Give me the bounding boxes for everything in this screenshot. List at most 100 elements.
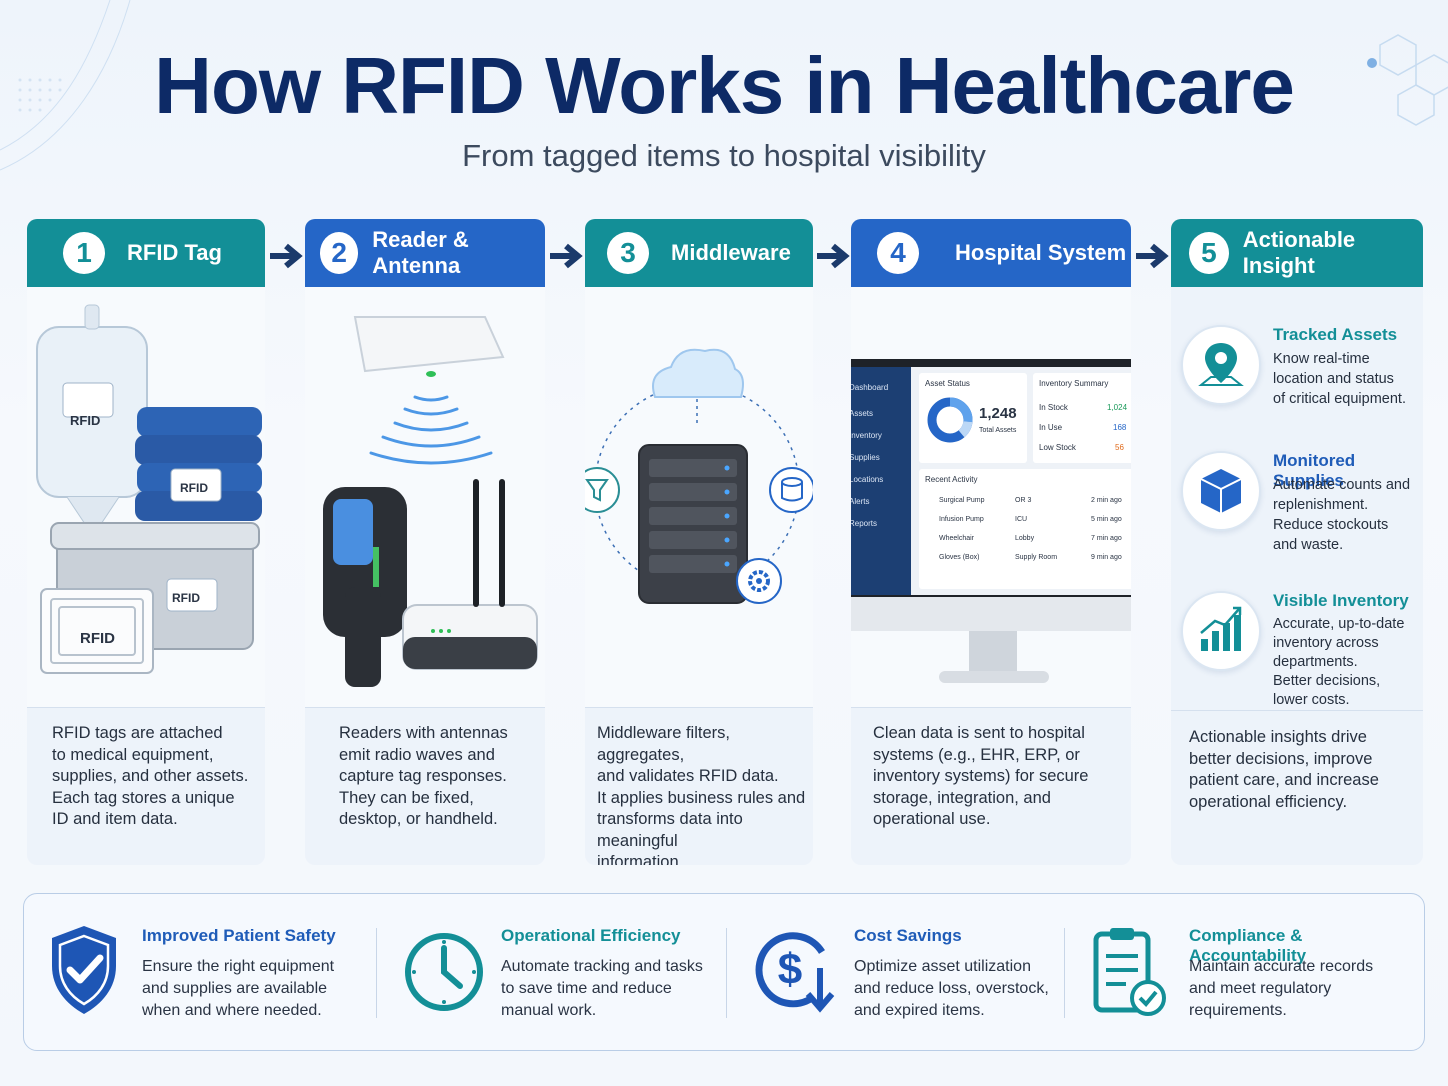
inventory-title: Inventory Summary [1039, 379, 1109, 388]
benefit-operational-efficiency: Operational Efficiency Automate tracking… [378, 894, 726, 1050]
middleware-illustration [585, 287, 813, 707]
step-header: 1 RFID Tag [27, 219, 265, 287]
step-number: 4 [877, 232, 919, 274]
rfid-reader-icon [323, 316, 538, 687]
inventory-summary-panel: Inventory Summary In Stock 1,024 In Use … [1033, 373, 1131, 463]
decor-hexagons [1367, 34, 1448, 126]
step-header: 3 Middleware [585, 219, 813, 287]
svg-text:$: $ [778, 945, 802, 994]
step-number: 2 [320, 232, 359, 274]
step-description: Clean data is sent to hospital systems (… [873, 724, 1089, 828]
step-description: Actionable insights drive better decisio… [1189, 728, 1379, 811]
rfid-tag-label: RFID [180, 481, 208, 495]
insight-text: Know real-time location and status of cr… [1273, 351, 1406, 407]
arrow-right-icon [270, 243, 303, 269]
reader-illustration [305, 287, 545, 707]
benefit-title: Cost Savings [854, 926, 962, 945]
step-number: 3 [607, 232, 649, 274]
step-card-hospital-system: 4 Hospital System Dashboard Assets Inven… [851, 219, 1131, 865]
step-title: Hospital System [955, 240, 1127, 265]
low-stock-value: 56 [1115, 443, 1124, 452]
monitor-illustration: Dashboard Assets Inventory Supplies Loca… [851, 287, 1131, 707]
benefit-title: Operational Efficiency [501, 926, 681, 945]
clipboard-check-icon [1093, 928, 1166, 1016]
nav-inventory[interactable]: Inventory [851, 431, 882, 440]
asset-status-title: Asset Status [925, 379, 970, 388]
monitor-neck [969, 631, 1017, 675]
benefits-bar: Improved Patient Safety Ensure the right… [23, 893, 1425, 1051]
step-card-rfid-tag: 1 RFID Tag RFID RFID RFID [27, 219, 265, 865]
recent-activity-panel: Recent Activity Surgical Pump OR 3 2 min… [919, 469, 1131, 589]
card-divider [1171, 710, 1423, 711]
benefit-compliance: Compliance & Accountability Maintain acc… [1066, 894, 1422, 1050]
card-divider [585, 707, 813, 708]
page-subtitle: From tagged items to hospital visibility [462, 138, 986, 173]
activity-title: Recent Activity [925, 475, 978, 484]
dashboard-screen: Dashboard Assets Inventory Supplies Loca… [851, 367, 1131, 595]
total-assets-value: 1,248 [979, 405, 1017, 422]
benefit-separator [726, 928, 727, 1018]
step-header: 4 Hospital System [851, 219, 1131, 287]
benefit-text: Automate tracking and tasks to save time… [501, 958, 703, 1019]
step-card-middleware: 3 Middleware [585, 219, 813, 865]
map-pin-icon [1181, 325, 1261, 405]
benefit-title: Improved Patient Safety [142, 926, 336, 945]
step-description: Readers with antennas emit radio waves a… [339, 724, 508, 828]
decor-dots [0, 0, 131, 171]
insight-title: Tracked Assets [1273, 325, 1398, 344]
benefit-separator [376, 928, 377, 1018]
asset-status-panel: Asset Status 1,248 Total Assets [919, 373, 1027, 463]
nav-locations[interactable]: Locations [851, 475, 884, 484]
dashboard-sidebar: Dashboard Assets Inventory Supplies Loca… [851, 367, 911, 595]
rfid-tag-label: RFID [172, 591, 200, 605]
step-card-actionable-insight: 5 Actionable Insight Tracked Assets Know… [1171, 219, 1423, 865]
benefit-text: Optimize asset utilization and reduce lo… [854, 958, 1049, 1019]
insights-list: Tracked Assets Know real-time location a… [1171, 287, 1423, 708]
in-use-value: 168 [1113, 423, 1127, 432]
nav-reports[interactable]: Reports [851, 519, 878, 528]
nav-assets[interactable]: Assets [851, 409, 874, 418]
rfid-tag-label: RFID [70, 413, 101, 428]
benefit-text: Maintain accurate records and meet regul… [1189, 958, 1374, 1019]
arrow-right-icon [550, 243, 583, 269]
step-number: 5 [1189, 232, 1229, 274]
step-header: 5 Actionable Insight [1171, 219, 1423, 287]
bar-chart-icon [1181, 591, 1261, 671]
rfid-items-illustration: RFID RFID RFID RFID [27, 287, 265, 707]
rfid-tags-icon [36, 304, 262, 674]
insight-monitored-supplies: Monitored Supplies Automate counts and r… [1171, 451, 1423, 561]
step-description: Middleware filters, aggregates, and vali… [597, 724, 806, 865]
server-cloud-icon [585, 348, 813, 604]
in-stock-value: 1,024 [1107, 403, 1128, 412]
arrow-right-icon [1136, 243, 1169, 269]
step-title: Middleware [671, 240, 791, 265]
nav-alerts[interactable]: Alerts [851, 497, 870, 506]
insight-text: Accurate, up-to-date inventory across de… [1273, 616, 1405, 708]
step-title: Reader & Antenna [372, 227, 469, 278]
monitor-base [939, 671, 1049, 683]
insight-visible-inventory: Visible Inventory Accurate, up-to-date i… [1171, 591, 1423, 708]
shield-check-icon [52, 926, 116, 1014]
insight-title: Monitored Supplies [1273, 451, 1356, 490]
benefit-separator [1064, 928, 1065, 1018]
arrow-right-icon [817, 243, 850, 269]
step-header: 2 Reader & Antenna [305, 219, 545, 287]
rfid-tag-label: RFID [80, 630, 115, 647]
step-number: 1 [63, 232, 105, 274]
nav-supplies[interactable]: Supplies [851, 453, 880, 462]
page-title: How RFID Works in Healthcare [154, 41, 1295, 130]
benefit-text: Ensure the right equipment and supplies … [142, 958, 335, 1019]
card-divider [851, 707, 1131, 708]
card-divider [27, 707, 265, 708]
donut-chart [927, 397, 973, 443]
benefit-patient-safety: Improved Patient Safety Ensure the right… [24, 894, 374, 1050]
monitor-chin [851, 597, 1131, 631]
clock-icon [405, 933, 483, 1011]
step-description: RFID tags are attached to medical equipm… [52, 724, 249, 828]
nav-dashboard[interactable]: Dashboard [851, 383, 889, 392]
benefit-cost-savings: $ Cost Savings Optimize asset utilizatio… [728, 894, 1064, 1050]
dollar-down-icon: $ [755, 932, 835, 1013]
card-divider [305, 707, 545, 708]
insight-text: Automate counts and replenishment. Reduc… [1273, 477, 1411, 553]
insight-tracked-assets: Tracked Assets Know real-time location a… [1171, 325, 1423, 425]
